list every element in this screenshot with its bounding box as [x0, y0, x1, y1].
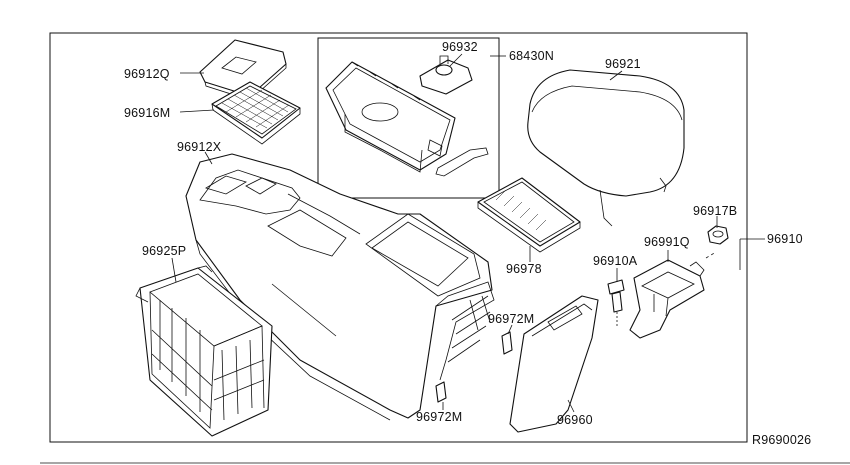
label-96932: 96932 — [442, 40, 478, 54]
part-96960-trim — [509, 295, 599, 433]
label-96910: 96910 — [767, 232, 803, 246]
part-68430N-inner-tray — [325, 61, 489, 177]
label-68430N: 68430N — [509, 49, 554, 63]
part-96912Q-lid — [199, 39, 287, 101]
part-96910A-clip — [607, 279, 625, 326]
part-96921-armrest — [527, 69, 685, 227]
part-96972M-clip-lower — [435, 381, 447, 403]
label-96972M-upper: 96972M — [488, 312, 534, 326]
part-96932-knob — [419, 55, 473, 95]
part-96972M-clip-upper — [501, 331, 513, 355]
label-96916M: 96916M — [124, 106, 170, 120]
part-96991Q-bracket — [629, 251, 717, 339]
part-96917B-nut — [707, 225, 729, 245]
label-96972M-lower: 96972M — [416, 410, 462, 424]
label-96925P: 96925P — [142, 244, 186, 258]
diagram-frame — [49, 32, 748, 443]
part-96978-tray — [477, 177, 581, 253]
label-96960: 96960 — [557, 413, 593, 427]
part-96912X-console — [185, 153, 495, 421]
label-96991Q: 96991Q — [644, 235, 690, 249]
label-96910A: 96910A — [593, 254, 638, 268]
part-96916M-mat — [211, 81, 301, 145]
label-96921: 96921 — [605, 57, 641, 71]
label-96912X: 96912X — [177, 140, 222, 154]
label-96917B: 96917B — [693, 204, 737, 218]
leader-lines — [171, 53, 765, 413]
label-96912Q: 96912Q — [124, 67, 170, 81]
detail-inset-box — [317, 37, 500, 199]
label-96978: 96978 — [506, 262, 542, 276]
catalog-id: R9690026 — [752, 433, 811, 447]
part-96925P-frame — [135, 265, 273, 437]
